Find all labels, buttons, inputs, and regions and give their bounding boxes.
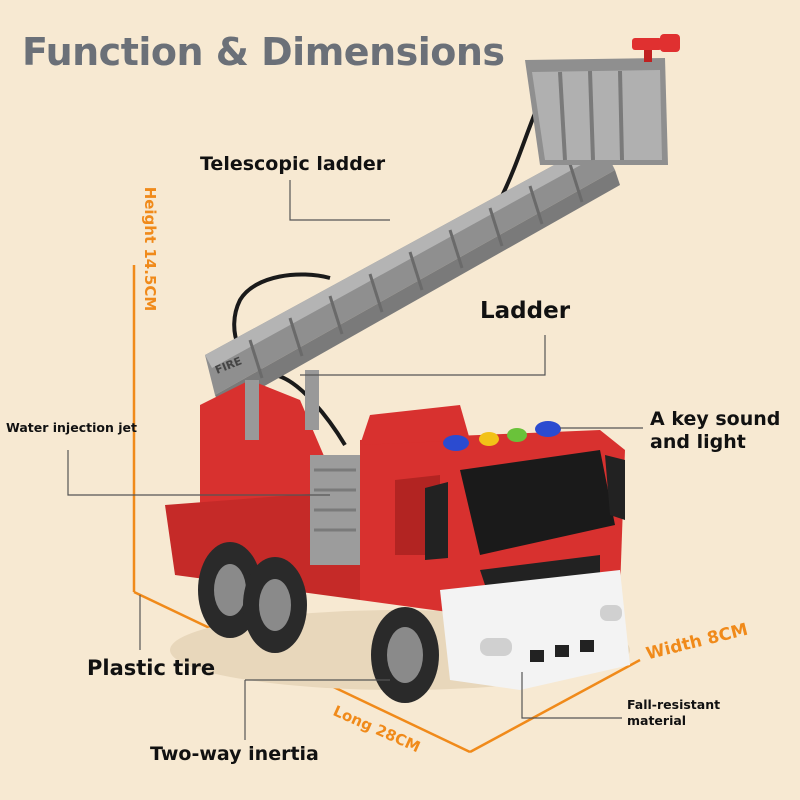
label-fall-resistant-line2: material <box>627 713 687 728</box>
truck-body <box>165 405 630 690</box>
label-fall-resistant-line1: Fall-resistant <box>627 697 721 712</box>
light-buttons <box>443 421 561 451</box>
ladder-basket <box>525 34 680 165</box>
callout-lines <box>67 180 643 740</box>
wheels <box>198 542 439 703</box>
label-water-jet: Water injection jet <box>6 420 137 435</box>
label-fall-resistant: Fall-resistant material <box>627 697 720 729</box>
ladder: FIRE <box>205 140 620 410</box>
label-plastic-tire: Plastic tire <box>87 656 216 680</box>
page-title: Function & Dimensions <box>22 30 505 74</box>
label-ladder: Ladder <box>480 298 571 324</box>
dimension-height: Height 14.5CM <box>141 186 159 312</box>
label-telescopic-ladder: Telescopic ladder <box>200 153 386 175</box>
label-key-sound-line2: and light <box>650 431 746 453</box>
label-two-way-inertia: Two-way inertia <box>150 743 319 765</box>
label-key-sound-line1: A key sound <box>650 408 781 430</box>
boom-base <box>200 370 330 510</box>
label-key-sound: A key sound and light <box>650 408 780 454</box>
